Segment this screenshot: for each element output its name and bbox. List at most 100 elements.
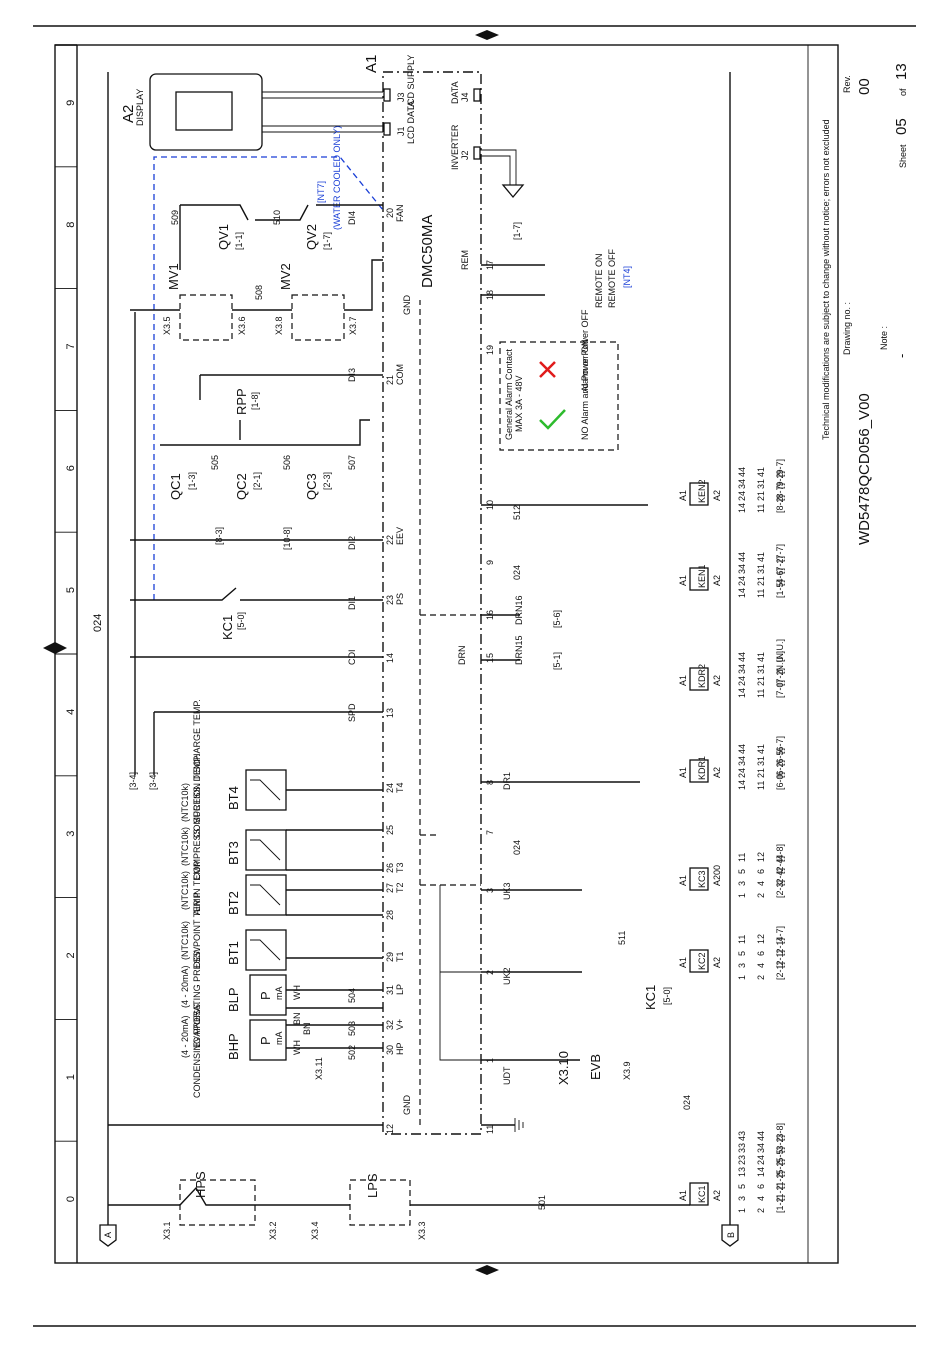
relay-contact-text: [9-2] <box>775 471 785 489</box>
relay-contact-text: 34 <box>737 664 747 674</box>
wire-504: 504 <box>347 988 357 1003</box>
term-13: 13 <box>385 708 395 718</box>
relay-contact-text: 11 <box>756 689 766 698</box>
term-14: 14 <box>385 653 395 663</box>
wire-509: 509 <box>170 210 180 225</box>
x38-label: X3.8 <box>274 316 284 335</box>
mv2-label: MV2 <box>278 263 293 290</box>
relay-contact-text: 34 <box>737 479 747 489</box>
relay-contact-text: 41 <box>756 744 766 754</box>
kc1-contact-label: KC1 <box>643 985 658 1010</box>
bhp-bn: BN <box>302 1022 312 1035</box>
term-28: 28 <box>385 910 395 920</box>
relay-contact-text: 31 <box>756 756 766 766</box>
x31-label: X3.1 <box>162 1221 172 1240</box>
ref-34b: [3-4] <box>148 772 158 790</box>
wire-024c: 024 <box>682 1095 692 1110</box>
relay-contact-text: 31 <box>756 664 766 674</box>
dr1-label: DR1 <box>502 772 512 790</box>
relay-a1: A1 <box>678 675 688 686</box>
di3-label: DI3 <box>347 368 357 382</box>
wire-512: 512 <box>512 505 522 520</box>
relay-name: KDR1 <box>697 756 707 780</box>
term-23: 23 <box>385 595 395 605</box>
qv2-ref: [1-7] <box>322 232 332 250</box>
relay-a1: A1 <box>678 490 688 501</box>
disclaimer-text: Technical modifications are subject to c… <box>821 119 831 440</box>
zone-number: 0 <box>65 1196 77 1202</box>
zone-number: 7 <box>65 343 77 349</box>
zone-number: 4 <box>65 709 77 715</box>
water-cooled-ref: [NT7] <box>316 181 326 203</box>
relay-contact-text: [N.U.] <box>775 651 785 674</box>
relay-contact-text: 14 <box>737 588 747 598</box>
relay-coil-ken2 <box>689 482 709 506</box>
qv1-label: QV1 <box>216 224 231 250</box>
zone-number: 8 <box>65 222 77 228</box>
ref-108: [10-8] <box>282 527 292 550</box>
zone-number: 6 <box>65 465 77 471</box>
connector-j3: J3 <box>396 92 406 102</box>
relay-contact-text: 34 <box>737 756 747 766</box>
term-vplus: V+ <box>395 1019 405 1030</box>
relay-coil-kdr1 <box>689 759 709 783</box>
kc1-aux-ref: [5-0] <box>236 612 246 630</box>
term-25: 25 <box>385 825 395 835</box>
drn16-label: DRN16 <box>514 595 524 625</box>
blp-bn: BN <box>292 1012 302 1025</box>
relay-contact-text: [1-2] <box>775 1171 785 1189</box>
relay-contact-text: 44 <box>756 1131 766 1141</box>
relay-a1: A1 <box>678 575 688 586</box>
relay-contact-text: [4-8] <box>775 844 785 862</box>
x36-label: X3.6 <box>237 316 247 335</box>
arrow-a-label: A <box>103 1232 113 1238</box>
relay-contact-text: 11 <box>737 935 747 944</box>
drn15-label: DRN15 <box>514 635 524 665</box>
connector-j4-label: DATA <box>450 81 460 104</box>
lps-label: LPS <box>365 1173 380 1198</box>
term-18: 18 <box>485 290 495 300</box>
bt3-label: BT3 <box>226 841 241 865</box>
note-value: - <box>894 354 909 358</box>
relay-contact-text: 11 <box>756 781 766 790</box>
term-10: 10 <box>485 500 495 510</box>
relay-a2: A2 <box>712 490 722 501</box>
term-29: 29 <box>385 952 395 962</box>
x37-label: X3.7 <box>348 316 358 335</box>
arrow-a-icon <box>99 1224 117 1247</box>
relay-a2: A2 <box>712 575 722 586</box>
bhp-desc: CONDENSING PRESS. <box>192 1001 202 1098</box>
blp-p: P <box>258 991 273 1000</box>
relay-a2: A2 <box>712 675 722 686</box>
relay-contact-text: [8-2] <box>775 495 785 513</box>
relay-contact-text: [2-3] <box>775 880 785 898</box>
relay-contact-text: [5-5] <box>775 1147 785 1165</box>
x34-label: X3.4 <box>310 1221 320 1240</box>
term-eev: EEV <box>395 527 405 545</box>
rev-label: Rev. <box>842 75 852 93</box>
relay-contact-text: 44 <box>737 652 747 662</box>
relay-contact-text: 5 <box>737 1184 747 1189</box>
relay-contact-text: 41 <box>756 552 766 562</box>
relay-contact-text: 2 <box>756 1208 766 1213</box>
wire-024a: 024 <box>512 840 522 855</box>
arrow-b-label: B <box>726 1232 736 1238</box>
relay-contact-text: [5-2] <box>775 1159 785 1177</box>
relay-a1: A1 <box>678 957 688 968</box>
relay-contact-text: [7-7] <box>775 544 785 562</box>
bt3-type: (NTC10k) <box>180 827 190 866</box>
relay-contact-text: [8-7] <box>775 483 785 501</box>
relay-coil-kc2 <box>689 949 709 973</box>
display-name: A2 <box>120 105 137 123</box>
term-drn: DRN <box>457 646 467 666</box>
x33-label: X3.3 <box>417 1221 427 1240</box>
bt3-desc: COMPRESS. SUCTION TEMP. <box>192 754 202 880</box>
alarm-rating: MAX 3A - 48V <box>514 375 524 432</box>
connector-j2: J2 <box>460 150 470 160</box>
relay-contact-text: 24 <box>737 676 747 686</box>
drawing-border <box>54 44 839 1264</box>
relay-name: KDR2 <box>697 664 707 688</box>
relay-contact-text: 44 <box>737 744 747 754</box>
